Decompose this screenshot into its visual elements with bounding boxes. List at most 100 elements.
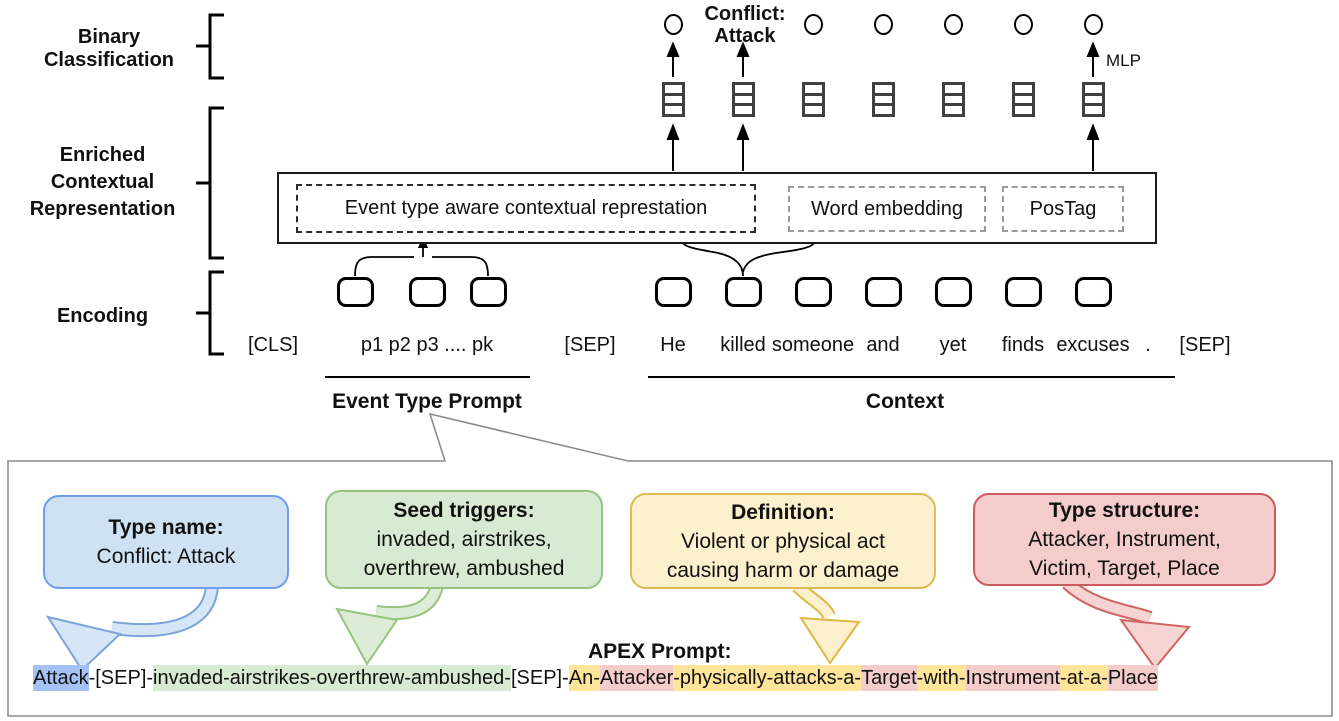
output-circle [1014, 14, 1033, 35]
prompt-card-line: overthrew, ambushed [363, 557, 565, 580]
embedding-stack [802, 82, 825, 117]
embedding-stack [732, 82, 755, 117]
token-box [655, 277, 692, 307]
token-label: finds [1001, 334, 1045, 356]
bracket-binary-classification [196, 13, 224, 80]
embedding-cell [665, 85, 682, 96]
event-type-aware-representation-box: Event type aware contextual represtation [296, 184, 756, 233]
embedding-cell [1085, 96, 1102, 107]
token-label: [SEP] [564, 334, 616, 356]
token-label: He [660, 334, 686, 356]
embedding-cell [665, 96, 682, 107]
prompt-card-type-name: Type name: Conflict: Attack [43, 495, 289, 589]
embedding-cell [805, 96, 822, 107]
apex-prompt-text: Attack-[SEP]-invaded-airstrikes-overthre… [33, 665, 1158, 691]
prompt-card-line: Conflict: Attack [96, 545, 236, 568]
token-box [795, 277, 832, 307]
apex-prompt-label: APEX Prompt: [588, 640, 732, 663]
predicted-event-type-label: Conflict: Attack [704, 3, 786, 47]
embedding-cell [1015, 85, 1032, 96]
embedding-stack [872, 82, 895, 117]
apex-segment-pink: Place [1107, 665, 1158, 691]
embedding-cell [875, 106, 892, 114]
token-label: . [1145, 334, 1151, 356]
embedding-stack [1082, 82, 1105, 117]
apex-segment-none: [SEP]- [510, 667, 569, 689]
embedding-cell [945, 96, 962, 107]
label-binary-classification: Binary Classification [43, 26, 175, 71]
token-box [470, 277, 507, 307]
embedding-cell [735, 106, 752, 114]
token-label: p1 p2 p3 .... pk [360, 334, 494, 356]
apex-segment-pink: Target [861, 665, 917, 691]
token-label: yet [939, 334, 967, 356]
embedding-stack [942, 82, 965, 117]
apex-segment-yellow: -at-a- [1060, 665, 1108, 691]
embedding-cell [805, 85, 822, 96]
output-circle [1084, 14, 1103, 35]
embedding-cell [735, 85, 752, 96]
token-box [1005, 277, 1042, 307]
embedding-cell [1085, 85, 1102, 96]
label-encoding: Encoding [56, 305, 149, 327]
apex-segment-yellow: -with- [916, 665, 966, 691]
prompt-card-line: Victim, Target, Place [1029, 557, 1220, 580]
apex-segment-yellow: -physically-attacks-a- [673, 665, 862, 691]
curved-arrow-type-name [45, 585, 219, 672]
apex-segment-pink: Instrument [965, 665, 1061, 691]
prompt-card-line: causing harm or damage [666, 558, 900, 582]
prompt-card-line: Attacker, Instrument, [1028, 528, 1221, 551]
apex-segment-yellow: An- [568, 665, 600, 691]
token-box [935, 277, 972, 307]
prompt-card-line: Violent or physical act [681, 529, 885, 553]
output-circle [664, 14, 683, 35]
apex-segment-green: invaded-airstrikes-overthrew-ambushed- [153, 665, 511, 691]
output-circle [944, 14, 963, 35]
prompt-card-title: Type structure: [1048, 499, 1201, 522]
prompt-card-title: Type name: [108, 516, 224, 539]
token-label: [CLS] [247, 334, 299, 356]
prompt-card-seed-triggers: Seed triggers:invaded, airstrikes,overth… [325, 490, 603, 589]
embedding-cell [875, 85, 892, 96]
token-box [1075, 277, 1112, 307]
curved-arrow-type-structure [1062, 577, 1191, 670]
prompt-card-type-structure: Type structure: Attacker, Instrument, Vict… [973, 493, 1276, 586]
embedding-cell [945, 85, 962, 96]
embedding-cell [805, 106, 822, 114]
token-label: someone [771, 334, 855, 356]
token-box [725, 277, 762, 307]
embedding-cell [875, 96, 892, 107]
context-group-label: Context [865, 390, 945, 413]
token-box [865, 277, 902, 307]
embedding-cell [665, 106, 682, 114]
curved-arrow-seed-triggers [335, 583, 444, 666]
word-embedding-box: Word embedding [788, 186, 986, 232]
embedding-stack [1012, 82, 1035, 117]
token-box [337, 277, 374, 307]
mlp-arrows [666, 41, 1100, 77]
token-label: excuses [1056, 334, 1130, 356]
apex-segment-none: -[SEP]- [88, 667, 154, 689]
mlp-label: MLP [1106, 51, 1141, 70]
prompt-card-line: invaded, airstrikes, [376, 528, 552, 551]
representation-arrows [666, 123, 1100, 171]
token-label: and [866, 334, 900, 356]
token-box [409, 277, 446, 307]
output-circle [804, 14, 823, 35]
event-type-prompt-group-label: Event Type Prompt [332, 390, 522, 413]
embedding-stack [662, 82, 685, 117]
token-label: [SEP] [1179, 334, 1231, 356]
apex-segment-blue: Attack [33, 665, 89, 691]
prompt-to-representation-connector [354, 236, 489, 277]
embedding-cell [735, 96, 752, 107]
output-circle [874, 14, 893, 35]
embedding-cell [1015, 106, 1032, 114]
embedding-cell [945, 106, 962, 114]
curved-arrow-definition [792, 580, 861, 665]
postag-box: PosTag [1002, 186, 1124, 232]
bracket-encoding [196, 270, 224, 356]
apex-segment-pink: Attacker [599, 665, 674, 691]
embedding-cell [1085, 106, 1102, 114]
